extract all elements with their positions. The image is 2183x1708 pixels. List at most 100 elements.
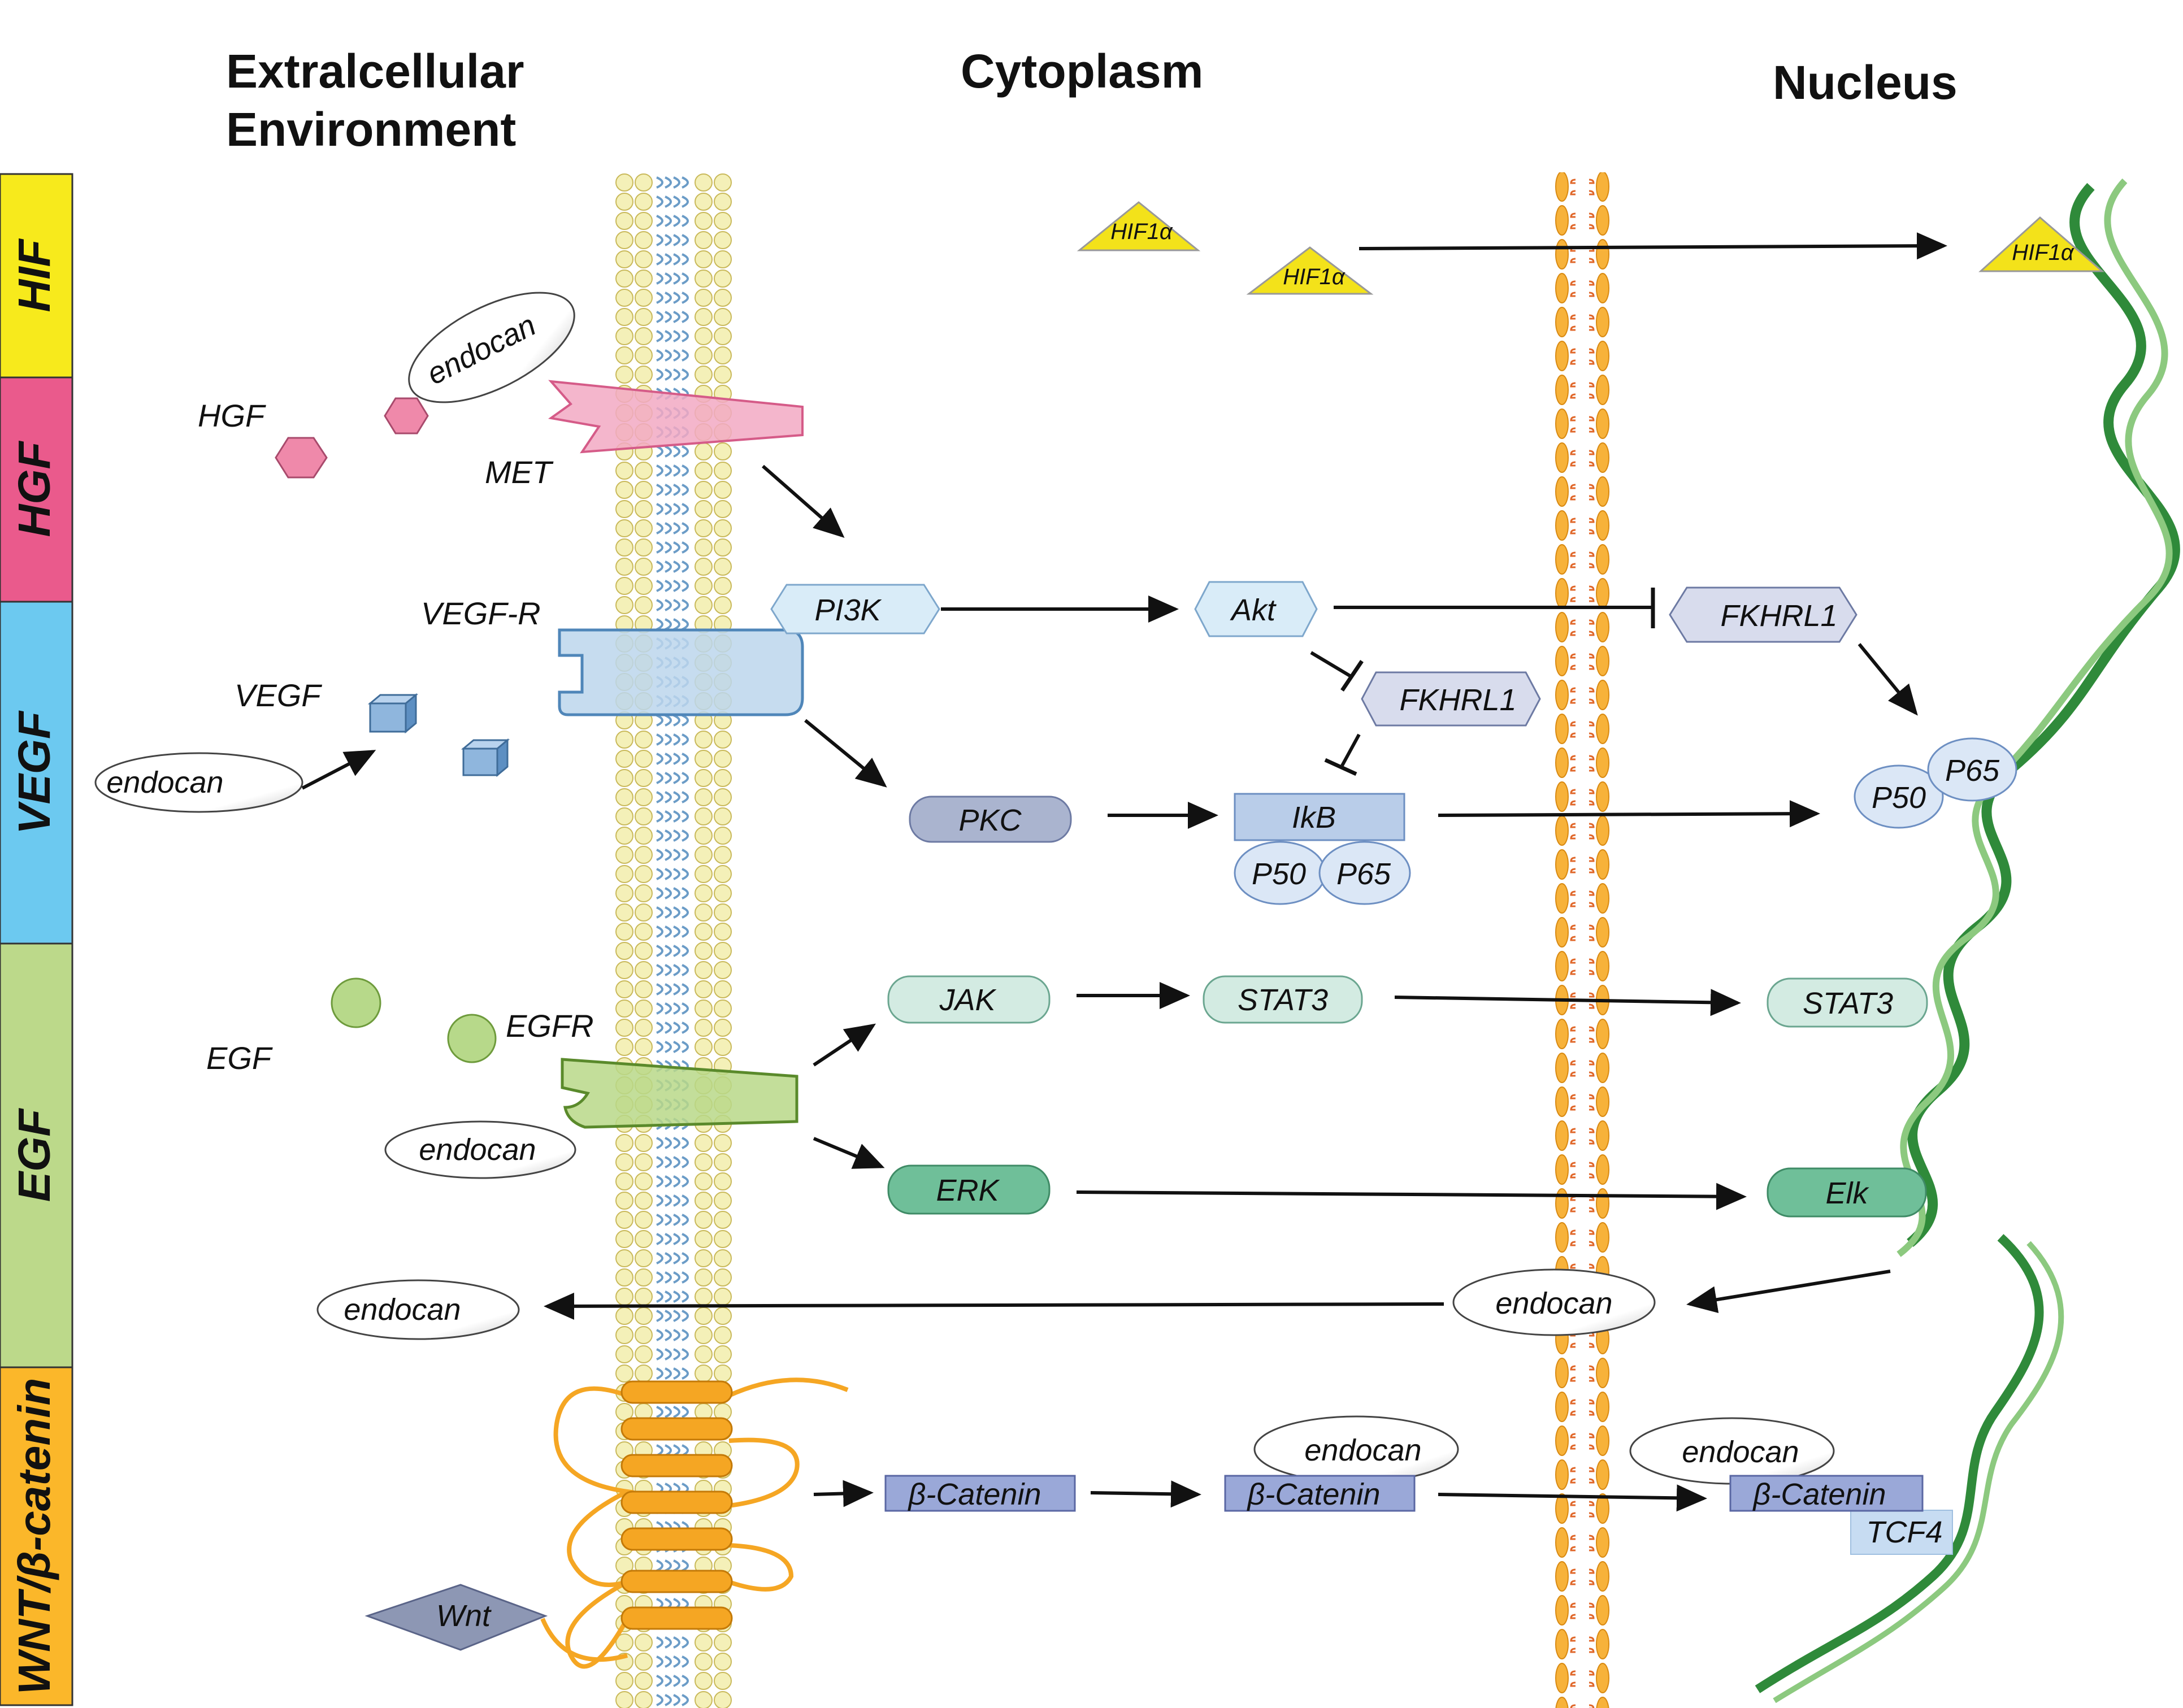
ikb-p65-label: P65 bbox=[1336, 857, 1391, 891]
arrow-endocan-secretion bbox=[544, 1292, 1444, 1320]
endocan-nucleus-label: endocan bbox=[1495, 1287, 1612, 1320]
frizzled-receptor bbox=[540, 1377, 849, 1669]
band-wnt-label: WNT/β-catenin bbox=[9, 1378, 59, 1695]
beta-catenin-cyto-1: β-Catenin bbox=[884, 1475, 1076, 1512]
inhibit-akt-to-fkhrl1-cyto bbox=[1310, 651, 1364, 692]
elk-node: Elk bbox=[1767, 1167, 1927, 1218]
arrow-erk-to-elk bbox=[1076, 1183, 1747, 1210]
nucleus-p50-label: P50 bbox=[1872, 781, 1926, 815]
arrow-dna-to-endocan bbox=[1686, 1270, 1891, 1313]
erk-label: ERK bbox=[936, 1174, 1000, 1207]
band-hgf-label: HGF bbox=[9, 440, 59, 537]
endocan-wnt-nucleus-label: endocan bbox=[1682, 1435, 1799, 1469]
pi3k-label: PI3K bbox=[814, 593, 882, 627]
stat3-nucleus-label: STAT3 bbox=[1803, 986, 1893, 1020]
endocan-egf: endocan bbox=[384, 1120, 576, 1179]
hif1a-triangle-1: HIF1α bbox=[1077, 201, 1201, 251]
met-label: MET bbox=[485, 454, 554, 490]
fkhrl1-nucleus-node: FKHRL1 bbox=[1669, 586, 1857, 643]
wnt-ligand: Wnt bbox=[364, 1584, 548, 1651]
jak-label: JAK bbox=[939, 983, 996, 1017]
vegf-label: VEGF bbox=[235, 677, 322, 713]
band-vegf: VEGF bbox=[0, 601, 73, 945]
nucleus-p65-label: P65 bbox=[1945, 754, 2000, 788]
arrow-stat3-to-nucleus bbox=[1394, 989, 1741, 1016]
pkc-label: PKC bbox=[958, 803, 1022, 837]
hgf-label: HGF bbox=[198, 398, 266, 433]
beta-catenin-cyto-2-label: β-Catenin bbox=[1247, 1477, 1381, 1511]
pathway-band-column: HIF HGF VEGF EGF WNT/β-catenin bbox=[0, 173, 73, 1706]
tcf4-node: TCF4 bbox=[1850, 1510, 1953, 1555]
pkc-node: PKC bbox=[909, 796, 1072, 843]
endocan-secreted-label: endocan bbox=[344, 1293, 461, 1327]
arrow-betacatenin-to-betacatenin bbox=[1090, 1480, 1201, 1508]
beta-catenin-cyto-2: β-Catenin bbox=[1224, 1475, 1416, 1512]
endocan-wnt-nucleus: endocan bbox=[1629, 1417, 1835, 1485]
nfkb-nucleus-complex: P50 P65 bbox=[1854, 737, 2017, 829]
egf-sphere-2 bbox=[447, 1014, 497, 1063]
arrow-hif1a-to-nucleus bbox=[1359, 232, 1947, 260]
band-vegf-label: VEGF bbox=[9, 710, 59, 835]
vegf-receptor bbox=[558, 628, 804, 716]
hif1a-label-1: HIF1α bbox=[1110, 219, 1173, 244]
ikb-p50-label: P50 bbox=[1252, 857, 1306, 891]
band-egf: EGF bbox=[0, 942, 73, 1368]
stat3-nucleus-node: STAT3 bbox=[1767, 977, 1928, 1028]
inhibit-fkhrl1-to-ikb bbox=[1324, 733, 1361, 776]
endocan-wnt-cyto-label: endocan bbox=[1304, 1433, 1421, 1467]
nuclear-membrane bbox=[1554, 172, 1611, 1708]
stat3-cyto-node: STAT3 bbox=[1203, 975, 1363, 1024]
arrow-fkhrl1-to-nfkb bbox=[1857, 643, 1918, 716]
beta-catenin-nucleus-label: β-Catenin bbox=[1752, 1477, 1886, 1511]
band-egf-label: EGF bbox=[9, 1108, 59, 1202]
egf-label: EGF bbox=[206, 1040, 273, 1076]
endocan-wnt-cyto: endocan bbox=[1253, 1415, 1459, 1483]
endocan-secreted: endocan bbox=[316, 1279, 520, 1340]
ikb-complex: IkB P50 P65 bbox=[1234, 793, 1411, 905]
band-wnt: WNT/β-catenin bbox=[0, 1366, 73, 1706]
wnt-label: Wnt bbox=[436, 1599, 492, 1633]
vegf-cube-2 bbox=[461, 738, 510, 777]
vegf-r-label: VEGF-R bbox=[421, 596, 541, 631]
arrow-ikb-to-nucleus bbox=[1438, 800, 1820, 828]
beta-catenin-cyto-1-label: β-Catenin bbox=[908, 1477, 1041, 1511]
egf-sphere-1 bbox=[331, 977, 381, 1028]
akt-label: Akt bbox=[1230, 593, 1277, 627]
fkhrl1-cyto-node: FKHRL1 bbox=[1361, 671, 1541, 727]
pi3k-node: PI3K bbox=[770, 584, 940, 634]
stat3-cyto-label: STAT3 bbox=[1238, 983, 1328, 1017]
beta-catenin-nucleus: β-Catenin bbox=[1729, 1475, 1924, 1512]
hif1a-triangle-2: HIF1α bbox=[1246, 246, 1374, 295]
hgf-hexagon-1 bbox=[275, 437, 328, 479]
egfr-receptor bbox=[561, 1058, 798, 1129]
fkhrl1-nucleus-label: FKHRL1 bbox=[1720, 599, 1837, 633]
ikb-label: IkB bbox=[1292, 801, 1336, 835]
dna-helix bbox=[1755, 178, 2180, 1703]
endocan-nucleus: endocan bbox=[1452, 1268, 1656, 1336]
arrow-betacatenin-to-nucleus bbox=[1438, 1484, 1707, 1512]
vegf-cube-1 bbox=[367, 693, 419, 734]
hif1a-label-2: HIF1α bbox=[1283, 264, 1346, 289]
endocan-vegf-label: endocan bbox=[106, 766, 223, 799]
arrow-vegfr-to-pkc bbox=[804, 719, 887, 788]
band-hif: HIF bbox=[0, 173, 73, 379]
hif1a-label-nucleus: HIF1α bbox=[2012, 240, 2074, 265]
fkhrl1-cyto-label: FKHRL1 bbox=[1399, 683, 1516, 717]
akt-node: Akt bbox=[1194, 581, 1318, 637]
band-hif-label: HIF bbox=[9, 238, 59, 312]
header-cytoplasm: Cytoplasm bbox=[961, 45, 1203, 98]
arrow-endocan-to-vegf bbox=[301, 750, 376, 790]
arrow-egfr-to-jak bbox=[813, 1023, 876, 1067]
jak-node: JAK bbox=[887, 975, 1051, 1024]
hif1a-triangle-nucleus: HIF1α bbox=[1978, 216, 2105, 272]
met-receptor bbox=[548, 380, 804, 454]
hgf-hexagon-2 bbox=[384, 397, 429, 434]
header-extracellular-line1: Extralcellular bbox=[226, 45, 524, 98]
endocan-vegf: endocan bbox=[94, 752, 303, 813]
header-nucleus: Nucleus bbox=[1773, 56, 1958, 109]
band-hgf: HGF bbox=[0, 376, 73, 603]
erk-node: ERK bbox=[887, 1164, 1051, 1215]
arrow-egfr-to-erk bbox=[813, 1137, 885, 1169]
arrow-frizzled-to-betacatenin bbox=[813, 1480, 874, 1507]
